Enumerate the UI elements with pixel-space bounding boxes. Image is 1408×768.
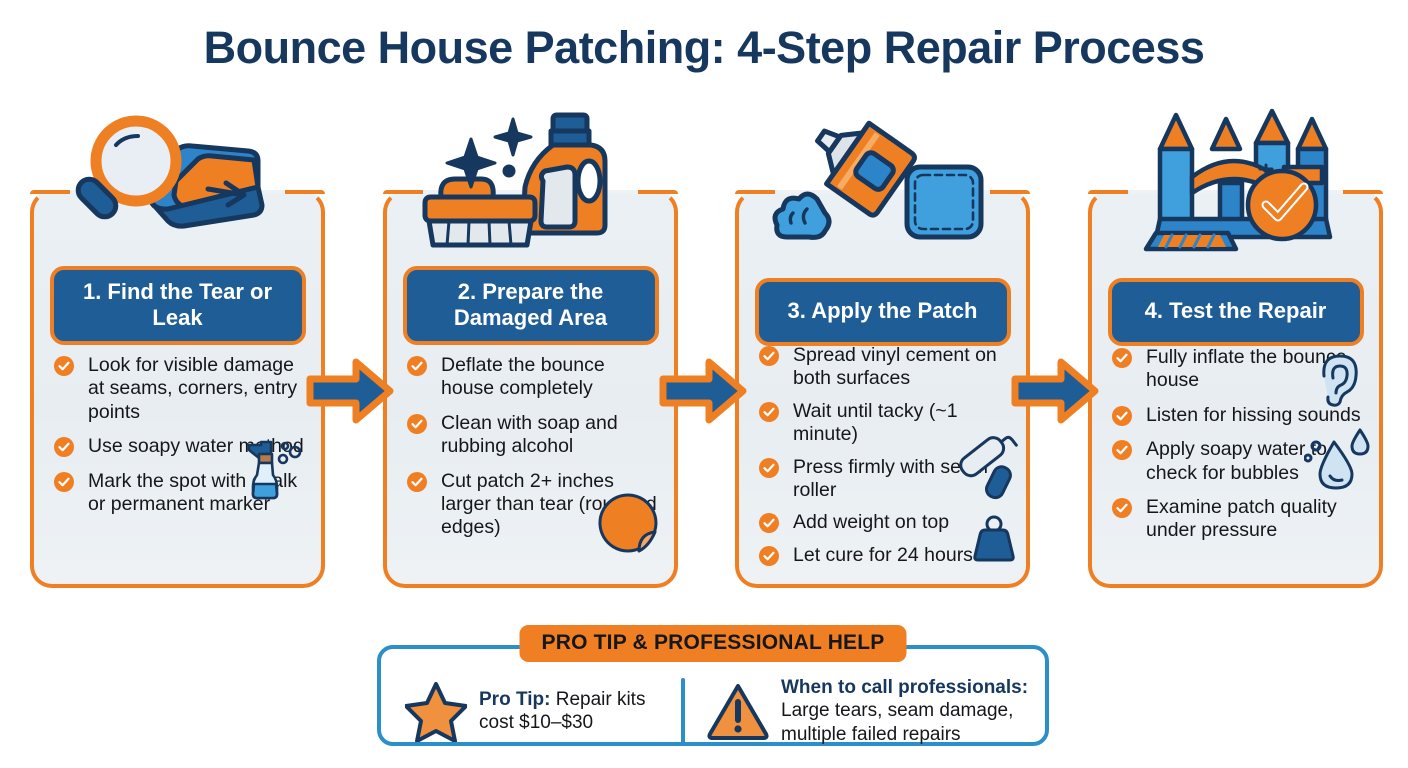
list-item: Apply soapy water to check for bubbles xyxy=(1112,438,1365,485)
pro-tip-badge: PRO TIP & PROFESSIONAL HELP xyxy=(519,625,907,662)
step-bullets-2: Deflate the bounce house completely Clea… xyxy=(407,354,660,551)
arrow-right-icon-2 xyxy=(659,355,747,427)
arrow-right-icon-3 xyxy=(1011,355,1099,427)
check-icon xyxy=(759,401,779,422)
step-card-2: 2. Prepare the Damaged Area Deflate the … xyxy=(383,112,678,588)
pro-tip-right-body: Large tears, seam damage, multiple faile… xyxy=(781,700,1014,745)
magnifying-glass-over-folded-mat-icon xyxy=(58,109,298,249)
check-icon xyxy=(54,356,74,376)
list-item: Use soapy water method xyxy=(54,435,307,458)
bullet-text: Look for visible damage at seams, corner… xyxy=(88,354,298,423)
check-icon xyxy=(1112,405,1132,426)
step-card-3: 3. Apply the Patch Spread vinyl cement o… xyxy=(735,120,1030,588)
check-icon xyxy=(759,513,779,534)
list-item: Mark the spot with chalk or permanent ma… xyxy=(54,470,307,517)
bullet-text: Let cure for 24 hours xyxy=(793,543,973,566)
step-bullets-3: Spread vinyl cement on both surfaces Wai… xyxy=(759,344,1012,576)
step-heading-4: 4. Test the Repair xyxy=(1107,278,1364,346)
scrub-brush-and-detergent-bottle-icon xyxy=(411,109,651,249)
bullet-text: Apply soapy water to check for bubbles xyxy=(1146,438,1328,484)
list-item: Clean with soap and rubbing alcohol xyxy=(407,412,660,459)
list-item: Let cure for 24 hours xyxy=(759,544,1012,567)
list-item: Cut patch 2+ inches larger than tear (ro… xyxy=(407,470,660,540)
star-icon xyxy=(405,680,467,742)
check-icon xyxy=(54,471,74,492)
pro-tip-panel: PRO TIP & PROFESSIONAL HELP Pro Tip: Rep… xyxy=(377,625,1049,747)
step-card-1: 1. Find the Tear or Leak Look for visibl… xyxy=(30,115,325,588)
bullet-text: Press firmly with seam roller xyxy=(793,455,989,501)
page-title: Bounce House Patching: 4-Step Repair Pro… xyxy=(203,22,1205,73)
bullet-text: Fully inflate the bounce house xyxy=(1146,346,1347,392)
pro-tip-value: Repair kits cost $10–$30 xyxy=(479,688,646,733)
list-item: Add weight on top xyxy=(759,511,1012,534)
check-icon xyxy=(407,471,427,492)
glue-tube-and-patch-icon xyxy=(763,109,1003,249)
divider xyxy=(681,678,685,744)
pro-tip-body: Pro Tip: Repair kits cost $10–$30 When t… xyxy=(381,675,1045,747)
list-item: Spread vinyl cement on both surfaces xyxy=(759,344,1012,391)
bullet-text: Deflate the bounce house completely xyxy=(441,354,605,400)
bounce-house-with-check-badge-icon xyxy=(1116,108,1356,252)
check-icon xyxy=(407,413,427,434)
bullet-text: Use soapy water method xyxy=(88,435,304,458)
pro-tip-label: Pro Tip: xyxy=(479,688,551,710)
pro-tip-left: Pro Tip: Repair kits cost $10–$30 xyxy=(381,680,681,742)
arrow-right-icon-1 xyxy=(306,355,394,427)
bullet-text: Mark the spot with chalk or permanent ma… xyxy=(88,469,298,515)
bullet-text: Cut patch 2+ inches larger than tear (ro… xyxy=(441,469,657,539)
list-item: Look for visible damage at seams, corner… xyxy=(54,354,307,424)
list-item: Examine patch quality under pressure xyxy=(1112,496,1365,543)
pro-tip-left-text: Pro Tip: Repair kits cost $10–$30 xyxy=(467,688,681,734)
check-icon xyxy=(759,346,779,366)
check-icon xyxy=(54,437,74,458)
check-icon xyxy=(1112,348,1132,368)
step-heading-2: 2. Prepare the Damaged Area xyxy=(402,266,659,346)
step-bullets-1: Look for visible damage at seams, corner… xyxy=(54,354,307,527)
bullet-text: Examine patch quality under pressure xyxy=(1146,495,1337,542)
check-icon xyxy=(759,457,779,478)
bullet-text: Listen for hissing sounds xyxy=(1146,403,1361,426)
pro-tip-right-heading: When to call professionals: xyxy=(781,677,1029,699)
bullet-text: Wait until tacky (~1 minute) xyxy=(793,399,958,446)
step-heading-1: 1. Find the Tear or Leak xyxy=(49,266,306,346)
pro-tip-right-text: When to call professionals:Large tears, … xyxy=(769,676,1045,746)
warning-triangle-icon xyxy=(707,680,769,742)
list-item: Wait until tacky (~1 minute) xyxy=(759,400,1012,447)
bullet-text: Spread vinyl cement on both surfaces xyxy=(793,344,997,390)
check-icon xyxy=(1112,440,1132,461)
step-heading-3: 3. Apply the Patch xyxy=(754,278,1011,346)
check-icon xyxy=(407,356,427,376)
step-bullets-4: Fully inflate the bounce house Listen fo… xyxy=(1112,346,1365,554)
list-item: Deflate the bounce house completely xyxy=(407,354,660,401)
bullet-text: Clean with soap and rubbing alcohol xyxy=(441,411,618,458)
bullet-text: Add weight on top xyxy=(793,511,950,534)
list-item: Fully inflate the bounce house xyxy=(1112,346,1365,393)
list-item: Listen for hissing sounds xyxy=(1112,404,1365,427)
check-icon xyxy=(759,545,779,566)
list-item: Press firmly with seam roller xyxy=(759,456,1012,503)
step-card-4: 4. Test the Repair Fully inflate the bou… xyxy=(1088,108,1383,588)
check-icon xyxy=(1112,497,1132,518)
pro-tip-right: When to call professionals:Large tears, … xyxy=(685,676,1045,746)
